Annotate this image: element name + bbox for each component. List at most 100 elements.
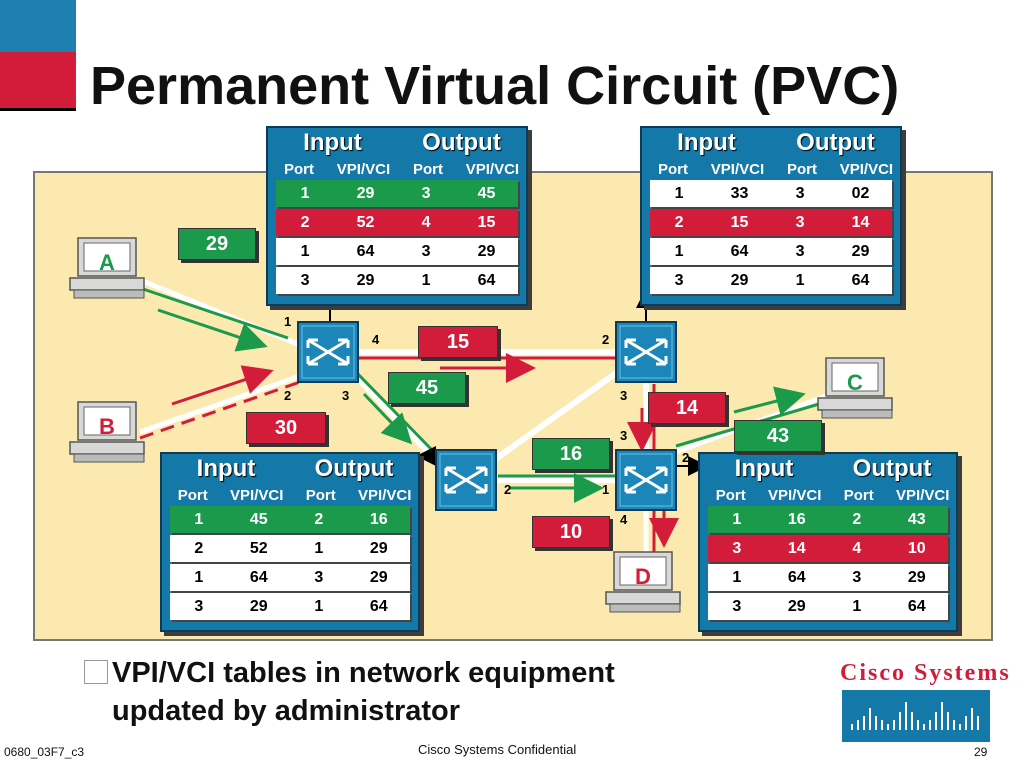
input-port-cell: 1 (674, 184, 684, 202)
corner-divider (0, 108, 76, 111)
input-vpivci-cell: 33 (730, 184, 749, 202)
input-port-cell: 2 (300, 213, 310, 231)
output-port-cell: 3 (795, 242, 805, 260)
vpivci-heading: VPI/VCI (358, 486, 412, 504)
red-path-b-to-d (139, 353, 679, 552)
vpivci-heading: VPI/VCI (230, 486, 284, 504)
host-b-label: B (99, 414, 115, 439)
output-vpivci-cell: 29 (851, 242, 870, 260)
vc-label-a-29: 29 (178, 228, 256, 260)
bullet-box (84, 660, 108, 684)
port-heading: Port (177, 486, 208, 504)
output-port-cell: 3 (795, 213, 805, 231)
input-port-cell: 2 (674, 213, 684, 231)
input-port-cell: 1 (300, 184, 310, 202)
input-heading: Input (734, 455, 794, 482)
bullet-line-1: VPI/VCI tables in network equipment (112, 657, 615, 689)
input-port-cell: 3 (300, 271, 310, 289)
input-vpivci-cell: 14 (787, 539, 806, 557)
s1-port-4: 4 (372, 332, 380, 347)
output-vpivci-cell: 64 (907, 597, 926, 615)
vpivci-heading: VPI/VCI (896, 486, 950, 504)
output-heading: Output (314, 455, 394, 482)
input-vpivci-cell: 64 (730, 242, 749, 260)
s3-port-2: 2 (504, 482, 511, 497)
output-heading: Output (852, 455, 932, 482)
output-port-cell: 3 (852, 568, 862, 586)
host-d-label: D (635, 564, 651, 589)
s2-port-2: 2 (602, 332, 609, 347)
output-vpivci-cell: 10 (907, 539, 926, 557)
vpivci-heading: VPI/VCI (710, 160, 765, 178)
input-port-cell: 3 (732, 597, 742, 615)
port-heading: Port (412, 160, 443, 178)
s2-port-3: 3 (620, 388, 627, 403)
input-port-cell: 3 (732, 539, 742, 557)
output-port-cell: 3 (421, 184, 431, 202)
output-port-cell: 3 (314, 568, 324, 586)
table-row: 1 64 3 29 (650, 238, 892, 265)
input-vpivci-cell: 29 (787, 597, 806, 615)
output-port-cell: 4 (421, 213, 431, 231)
input-port-cell: 2 (194, 539, 204, 557)
output-vpivci-cell: 15 (477, 213, 496, 231)
output-vpivci-cell: 43 (907, 510, 926, 528)
input-vpivci-cell: 64 (249, 568, 268, 586)
input-port-cell: 1 (194, 510, 204, 528)
input-port-cell: 1 (194, 568, 204, 586)
atm-switch-3 (434, 448, 498, 512)
s1-port-1: 1 (284, 314, 291, 329)
port-heading: Port (305, 486, 336, 504)
table-row: 3 29 1 64 (276, 267, 518, 294)
input-vpivci-cell: 29 (249, 597, 268, 615)
output-vpivci-cell: 64 (851, 271, 870, 289)
output-port-cell: 3 (421, 242, 431, 260)
input-vpivci-cell: 52 (356, 213, 375, 231)
input-port-cell: 1 (300, 242, 310, 260)
input-vpivci-cell: 15 (730, 213, 749, 231)
output-vpivci-cell: 02 (851, 184, 870, 202)
slide-title: Permanent Virtual Circuit (PVC) (90, 56, 900, 116)
green-path-a-to-c (139, 286, 827, 503)
port-heading: Port (283, 160, 314, 178)
output-vpivci-cell: 64 (477, 271, 496, 289)
input-vpivci-cell: 45 (249, 510, 268, 528)
output-port-cell: 2 (314, 510, 324, 528)
output-heading: Output (796, 129, 875, 156)
input-vpivci-cell: 64 (787, 568, 806, 586)
input-vpivci-cell: 29 (356, 184, 375, 202)
output-vpivci-cell: 14 (851, 213, 870, 231)
atm-switch-1 (296, 320, 360, 384)
input-port-cell: 3 (674, 271, 684, 289)
bullet-text: VPI/VCI tables in network equipment upda… (112, 654, 615, 730)
vc-label-s2-14: 14 (648, 392, 726, 424)
input-vpivci-cell: 29 (356, 271, 375, 289)
cisco-logo-text: Cisco Systems (840, 660, 1011, 686)
host-c-label: C (847, 370, 863, 395)
bullet-line-2: updated by administrator (112, 695, 461, 727)
input-port-cell: 1 (674, 242, 684, 260)
output-port-cell: 1 (421, 271, 431, 289)
vc-label-s4-43: 43 (734, 420, 822, 452)
cisco-logo-graphic (842, 690, 990, 742)
atm-switch-2 (614, 320, 678, 384)
port-heading: Port (786, 160, 817, 178)
input-vpivci-cell: 64 (356, 242, 375, 260)
output-heading: Output (422, 129, 501, 156)
vpivci-heading: VPI/VCI (336, 160, 391, 178)
